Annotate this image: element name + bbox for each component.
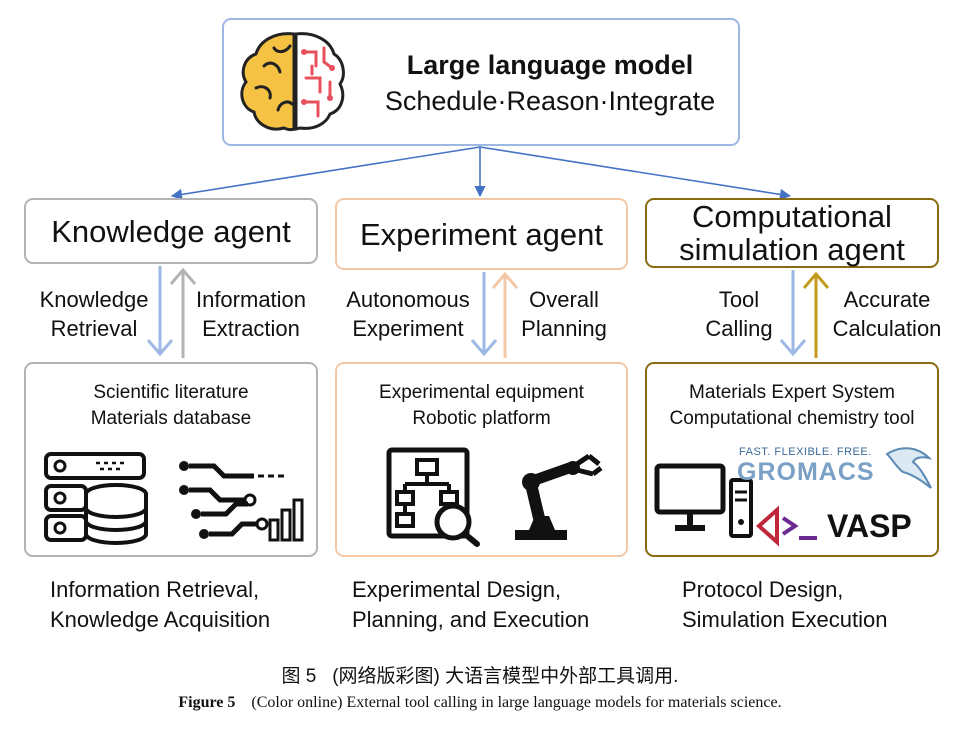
label-line: Overall [529,287,599,312]
figure-label-cn: 图 5 [281,666,317,687]
tool-line: Experimental equipment [379,382,584,403]
computational-caption: Protocol Design, Simulation Execution [682,575,887,635]
caption-line: Knowledge Acquisition [50,607,271,632]
label-line: Autonomous [346,287,470,312]
tool-line: Materials database [90,408,252,429]
llm-box: Large language model Schedule·Reason·Int… [222,18,740,146]
tool-calling-label: Tool Calling [690,285,788,343]
overall-planning-label: Overall Planning [512,285,616,343]
caption-line: Planning, and Execution [352,607,590,632]
gromacs-logo: FAST. FLEXIBLE. FREE. GROMACS [737,444,933,494]
computational-agent-title-line2: simulation agent [679,232,905,267]
label-line: Knowledge [39,287,149,312]
label-line: Retrieval [50,316,138,341]
knowledge-retrieval-label: Knowledge Retrieval [28,285,160,343]
computational-agent-title-line1: Computational [692,199,892,234]
knowledge-caption: Information Retrieval, Knowledge Acquisi… [50,575,270,635]
experiment-caption: Experimental Design, Planning, and Execu… [352,575,589,635]
experiment-agent-box: Experiment agent [335,198,628,270]
knowledge-agent-title: Knowledge agent [51,213,291,249]
accurate-calculation-label: Accurate Calculation [822,285,952,343]
computational-agent-box: Computational simulation agent [645,198,939,268]
figure-label-en: Figure 5 [178,694,236,711]
experiment-tools-text: Experimental equipment Robotic platform [337,380,626,432]
knowledge-tools-box: Scientific literature Materials database [24,362,318,557]
tool-line: Materials Expert System [689,382,895,403]
server-database-icon [44,452,148,545]
swallow-icon [885,447,933,489]
tool-line: Computational chemistry tool [669,408,915,429]
flowchart-search-icon [386,447,480,547]
figure-caption-cn: 图 5 (网络版彩图) 大语言模型中外部工具调用. [0,661,960,688]
knowledge-tools-text: Scientific literature Materials database [26,380,316,432]
computational-tools-box: Materials Expert System Computational ch… [645,362,939,557]
gromacs-tagline: FAST. FLEXIBLE. FREE. [739,446,872,458]
computational-tools-text: Materials Expert System Computational ch… [647,380,937,432]
gromacs-wordmark: GROMACS [737,458,875,486]
label-line: Accurate [843,287,931,312]
caption-line: Protocol Design, [682,577,844,602]
connector-to-computational [479,146,792,200]
connector-to-knowledge [170,146,481,200]
autonomous-experiment-label: Autonomous Experiment [336,285,480,343]
caption-line: Information Retrieval, [50,577,260,602]
robot-arm-icon [515,453,603,540]
label-line: Information [195,287,307,312]
brain-icon [240,32,345,132]
caption-line: Experimental Design, [352,577,562,602]
figure-text-cn: (网络版彩图) 大语言模型中外部工具调用. [332,666,679,687]
label-line: Extraction [202,316,300,341]
label-line: Tool [718,287,760,312]
figure-caption-en: Figure 5 (Color online) External tool ca… [0,694,960,712]
label-line: Experiment [352,316,464,341]
knowledge-agent-box: Knowledge agent [24,198,318,264]
information-extraction-label: Information Extraction [186,285,316,343]
llm-subtitle: Schedule·Reason·Integrate [384,86,716,116]
vasp-symbol-icon [755,505,817,547]
vasp-logo: VASP [755,505,935,547]
tool-line: Scientific literature [93,382,249,403]
figure-text-en: (Color online) External tool calling in … [251,694,782,711]
label-line: Calculation [832,316,942,341]
experiment-tools-box: Experimental equipment Robotic platform [335,362,628,557]
vasp-wordmark: VASP [827,508,912,544]
experiment-agent-title: Experiment agent [360,216,603,252]
label-line: Planning [521,316,607,341]
llm-title: Large language model [406,50,694,80]
caption-line: Simulation Execution [682,607,888,632]
circuit-chart-icon [179,461,304,542]
label-line: Calling [705,316,773,341]
computer-icon [654,463,753,538]
tool-line: Robotic platform [412,408,551,429]
